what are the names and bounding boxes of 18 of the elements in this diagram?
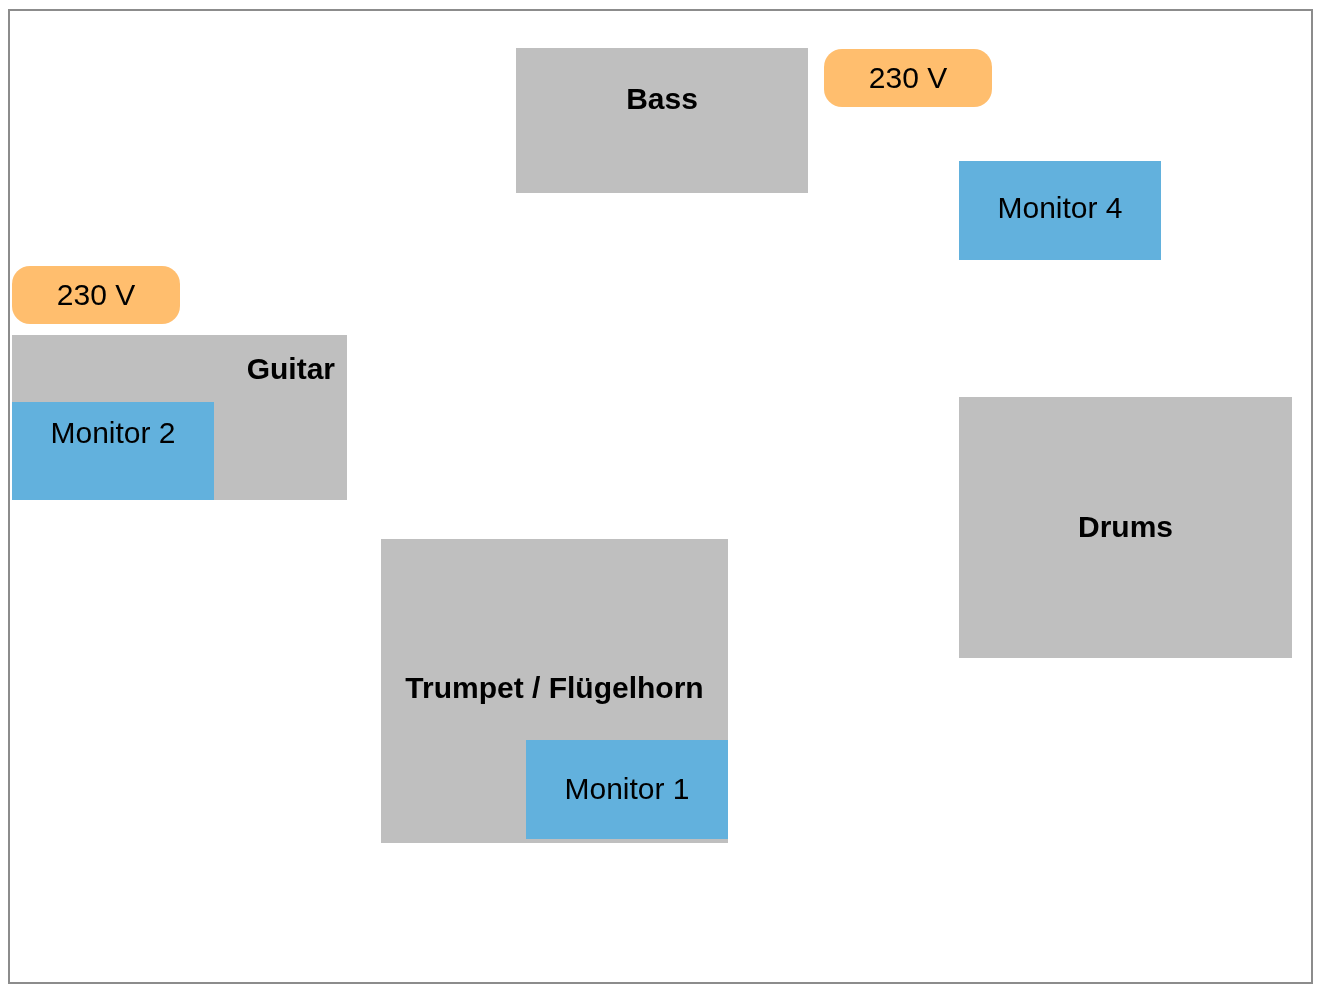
instrument-area xyxy=(516,48,808,193)
monitor-label: Monitor 4 xyxy=(997,191,1123,226)
monitor-label: Monitor 1 xyxy=(564,772,690,807)
instrument-label: Bass xyxy=(626,82,698,117)
instrument-area xyxy=(12,335,347,500)
instrument-area xyxy=(959,397,1292,658)
voltage-label: 230 V xyxy=(868,60,948,96)
monitor-box xyxy=(526,740,728,839)
power-outlet-box xyxy=(12,266,180,324)
monitor-box xyxy=(959,161,1161,260)
monitor-box xyxy=(12,402,214,500)
monitor-label: Monitor 2 xyxy=(50,416,176,451)
voltage-label: 230 V xyxy=(56,277,136,313)
instrument-label: Trumpet / Flügelhorn xyxy=(405,671,704,706)
instrument-label: Drums xyxy=(1078,510,1173,545)
instrument-area xyxy=(381,539,728,843)
power-outlet-box xyxy=(824,49,992,107)
instrument-label: Guitar xyxy=(246,352,335,387)
